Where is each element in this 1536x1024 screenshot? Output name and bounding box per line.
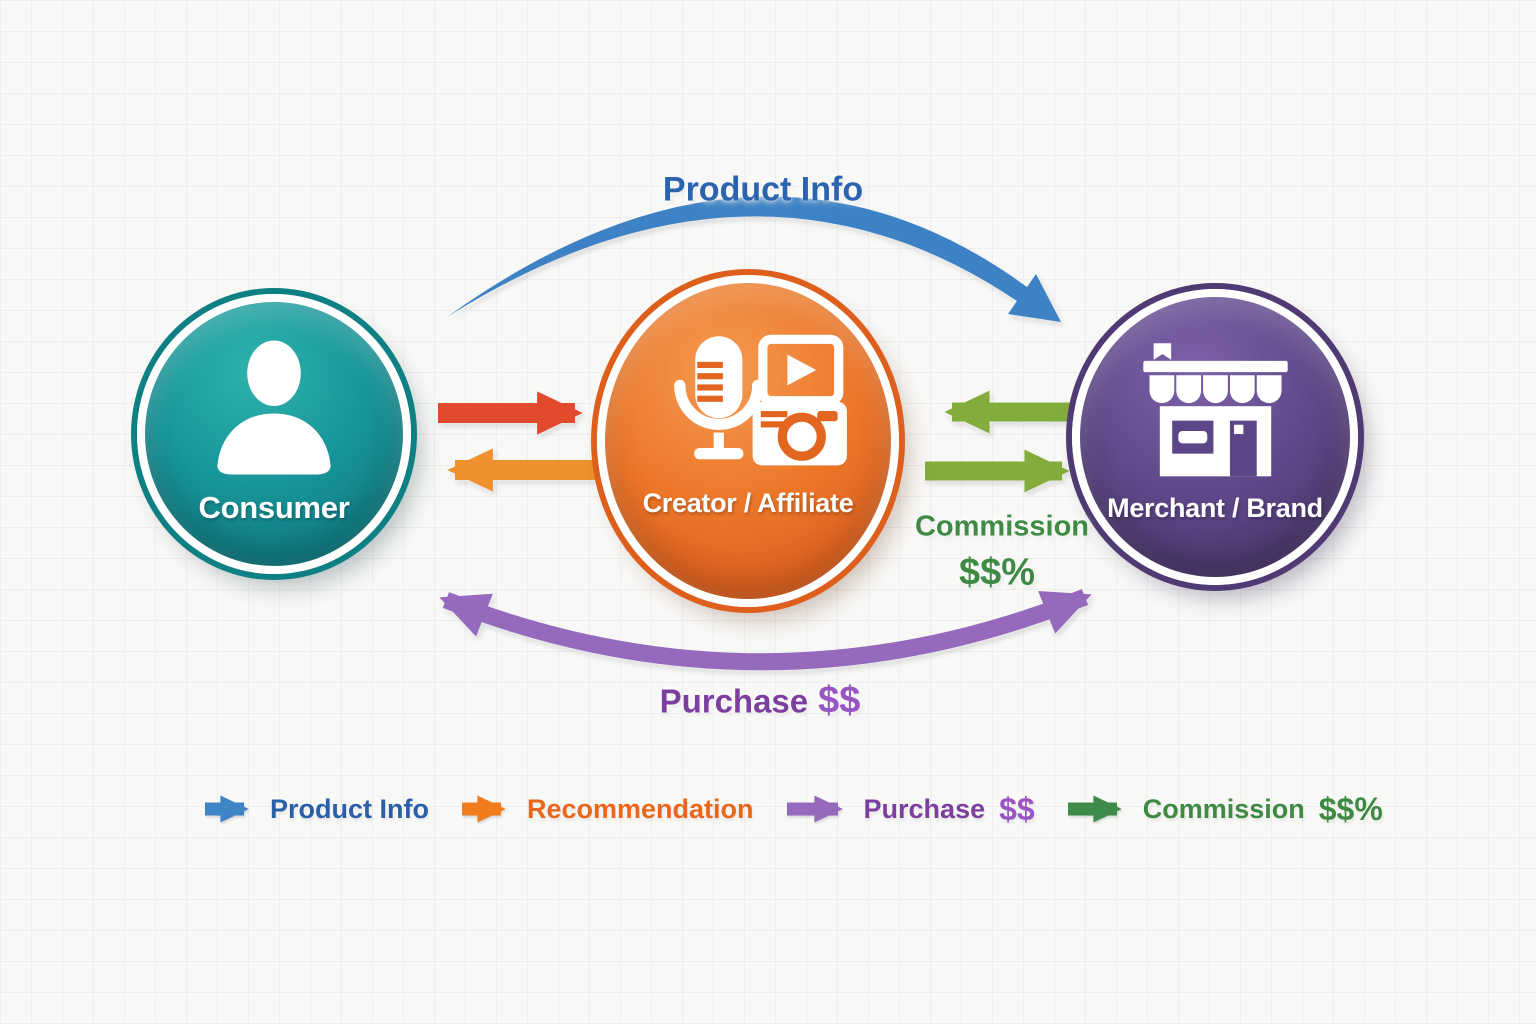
purchase-word: Purchase — [659, 682, 809, 720]
creator-label: Creator / Affiliate — [642, 487, 854, 518]
media-creator-icons — [673, 334, 847, 465]
legend-label-product-info: Product Info — [270, 793, 429, 824]
merchant-label: Merchant / Brand — [1107, 492, 1323, 523]
node-creator: Creator / Affiliate — [597, 275, 899, 607]
legend-orange-arrow-icon — [461, 795, 506, 823]
video-player-icon — [757, 334, 843, 405]
legend: Product Info Recommendation Purchase $$ … — [202, 789, 1383, 829]
microphone-icon — [673, 335, 763, 459]
legend-label-commission: Commission — [1142, 793, 1305, 824]
person-icon — [217, 340, 331, 475]
legend-blue-arrow-icon — [205, 795, 249, 823]
legend-purple-arrow-icon — [786, 795, 843, 823]
legend-amount-commission: $$% — [1318, 790, 1383, 827]
flag-icon — [1153, 342, 1171, 360]
product-info-arrow — [447, 196, 1061, 322]
commission-amount-label: $$% — [958, 551, 1036, 594]
legend-amount-purchase: $$ — [999, 790, 1035, 827]
legend-item-purchase: Purchase $$ — [784, 789, 1035, 829]
node-consumer: Consumer — [137, 294, 411, 574]
legend-label-recommendation: Recommendation — [526, 793, 754, 824]
commission-flow-label: Commission — [914, 510, 1090, 543]
purchase-flow-label: Purchase$$ — [660, 680, 861, 723]
camera-icon — [752, 401, 847, 465]
storefront-icon — [1142, 342, 1288, 476]
purchase-amount: $$ — [818, 679, 861, 722]
node-merchant: Merchant / Brand — [1072, 289, 1358, 585]
purchase-arrow — [439, 589, 1092, 671]
legend-label-purchase: Purchase — [863, 793, 986, 824]
consumer-label: Consumer — [198, 490, 350, 525]
legend-item-product-info: Product Info — [202, 789, 429, 829]
product-info-flow-label: Product Info — [662, 170, 864, 209]
legend-green-arrow-icon — [1067, 795, 1122, 823]
legend-item-recommendation: Recommendation — [459, 789, 754, 829]
legend-item-commission: Commission $$% — [1065, 789, 1383, 829]
